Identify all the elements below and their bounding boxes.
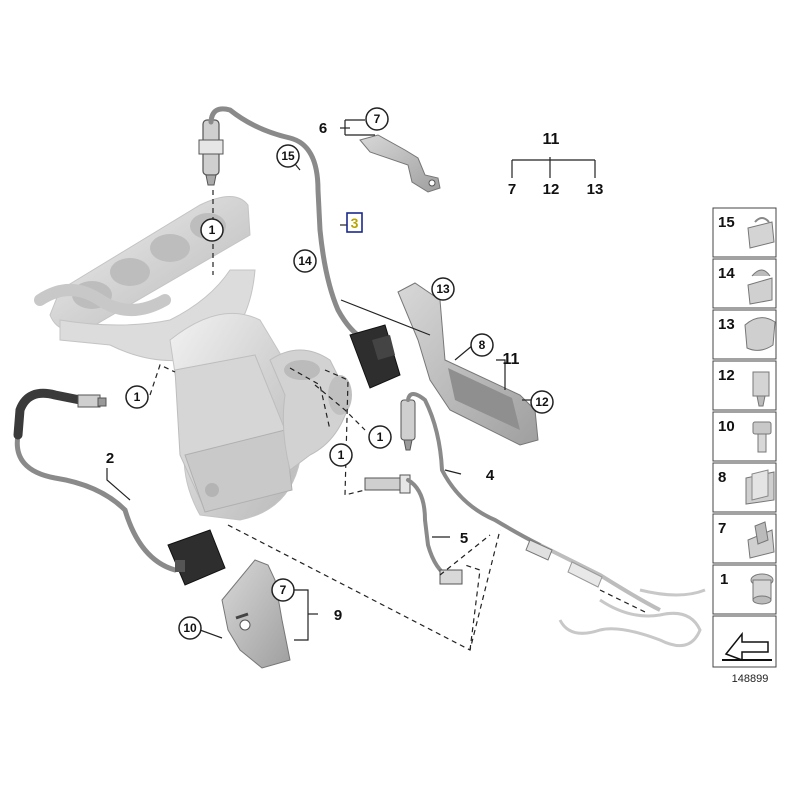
legend-item-7: 7 [712, 513, 777, 564]
callout-12: 12 [530, 390, 554, 414]
legend-item-8: 8 [712, 462, 777, 513]
label-5: 5 [460, 530, 468, 547]
sensor-5-cable [406, 478, 452, 580]
callout-14: 14 [293, 249, 317, 273]
callout-7-top: 7 [365, 107, 389, 131]
label-11-bracket: 11 [503, 351, 520, 368]
svg-text:12: 12 [718, 367, 735, 384]
svg-text:1: 1 [377, 430, 384, 444]
sensor-5-plug [439, 569, 463, 585]
legend-item-15: 15 [712, 207, 777, 258]
callout-1-left: 1 [125, 385, 149, 409]
callout-7-bottom: 7 [271, 578, 295, 602]
svg-text:12: 12 [535, 395, 549, 409]
callout-1-lower: 1 [329, 443, 353, 467]
upper-sensor-cable [208, 106, 368, 343]
exhaust-manifold [34, 196, 352, 521]
callout-15: 15 [276, 144, 300, 168]
sensor-2-probe [77, 394, 107, 408]
svg-text:13: 13 [718, 316, 735, 333]
svg-text:10: 10 [718, 418, 735, 435]
legend-item-12: 12 [712, 360, 777, 411]
kit-11-tree: 11 7 12 13 [508, 131, 604, 198]
svg-text:8: 8 [718, 469, 726, 486]
parts-legend: 15 14 13 12 10 [712, 207, 777, 668]
svg-text:14: 14 [298, 254, 312, 268]
highlighted-part-3: 3 [346, 212, 363, 233]
svg-text:3: 3 [351, 215, 359, 231]
label-7-kit: 7 [508, 181, 516, 198]
label-12-kit: 12 [543, 181, 560, 198]
svg-text:15: 15 [718, 214, 735, 231]
svg-text:7: 7 [718, 520, 726, 537]
svg-text:7: 7 [374, 112, 381, 126]
upper-oxygen-sensor [198, 119, 224, 186]
callout-10: 10 [178, 616, 202, 640]
label-4: 4 [486, 467, 495, 484]
callout-1-manifold: 1 [200, 218, 224, 242]
svg-text:8: 8 [479, 338, 486, 352]
sensor-5 [364, 474, 411, 494]
legend-item-10: 10 [712, 411, 777, 462]
svg-text:1: 1 [134, 390, 141, 404]
svg-text:10: 10 [183, 621, 197, 635]
diagram-reference-number: 148899 [732, 673, 769, 685]
sensor-4-cable [406, 392, 542, 547]
orientation-arrow-icon [712, 615, 777, 668]
svg-text:1: 1 [209, 223, 216, 237]
callout-1-centre: 1 [368, 425, 392, 449]
svg-text:1: 1 [338, 448, 345, 462]
dashed-leaders [149, 190, 646, 651]
label-2: 2 [106, 450, 114, 467]
label-9: 9 [334, 607, 342, 624]
sensor-2-connector [167, 529, 226, 586]
label-11-kit: 11 [543, 131, 560, 148]
svg-text:1: 1 [720, 571, 728, 588]
svg-text:7: 7 [280, 583, 287, 597]
sensor-4 [400, 399, 416, 451]
callout-13: 13 [431, 277, 455, 301]
legend-item-14: 14 [712, 258, 777, 309]
bracket-6 [359, 134, 441, 193]
solid-leaders [106, 119, 596, 641]
cable-harness [525, 539, 706, 648]
svg-text:15: 15 [281, 149, 295, 163]
svg-text:13: 13 [436, 282, 450, 296]
legend-item-1: 1 [712, 564, 777, 615]
bracket-9 [221, 559, 291, 669]
sensor-2-hose [13, 388, 85, 440]
upper-sensor-connector [349, 324, 401, 389]
label-6: 6 [319, 120, 327, 137]
svg-text:14: 14 [718, 265, 735, 282]
label-13-kit: 13 [587, 181, 604, 198]
legend-item-13: 13 [712, 309, 777, 360]
callout-8: 8 [470, 333, 494, 357]
sensor-2-cable [14, 432, 178, 573]
